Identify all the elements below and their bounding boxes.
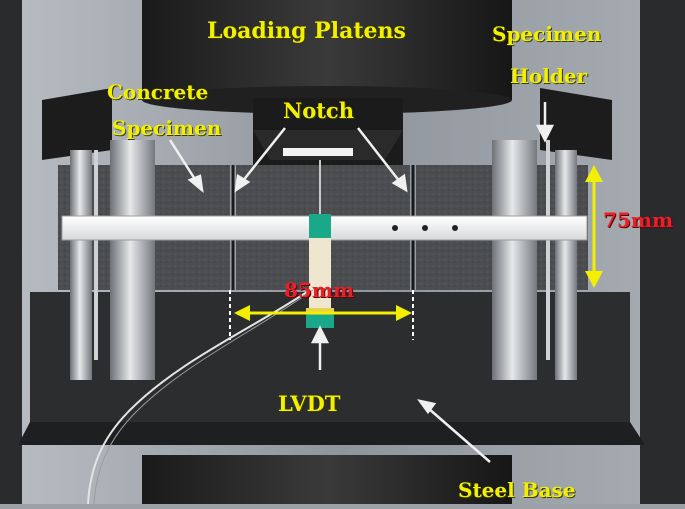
- holder-post-left-outer: [70, 150, 92, 380]
- bar-hole-3: [452, 225, 458, 231]
- label-loading-platens: Loading Platens: [207, 18, 406, 44]
- loading-knife-edge: [283, 148, 353, 156]
- label-specimen-holder-line2: Holder: [510, 64, 588, 88]
- lvdt-band: [306, 308, 334, 314]
- threaded-rod-left: [94, 150, 98, 360]
- bar-hole-2: [422, 225, 428, 231]
- frame-right: [640, 0, 685, 504]
- pointer-lvdt-head: [310, 325, 330, 344]
- pointer-arrows: [168, 102, 555, 463]
- pointer-notch-right-line: [357, 127, 401, 183]
- label-lvdt: LVDT: [278, 391, 341, 416]
- holder-bracket-right: [540, 88, 612, 160]
- label-dim-75mm: 75mm: [603, 208, 674, 232]
- lvdt-top-clamp: [309, 214, 331, 238]
- lvdt-body: [309, 238, 331, 312]
- pointer-concrete-line: [168, 139, 200, 185]
- bar-hole-1: [392, 225, 398, 231]
- steel-base-front: [18, 422, 645, 445]
- pointer-notch-left-head: [234, 173, 251, 193]
- lvdt-bottom-clamp: [306, 314, 334, 328]
- dim-arrow-75mm-head-bottom: [585, 271, 603, 288]
- frame-left: [0, 0, 22, 504]
- holder-post-right-inner: [492, 140, 537, 380]
- holder-bracket-left: [42, 88, 112, 160]
- label-steel-base: Steel Base: [458, 478, 576, 502]
- pointer-notch-right-head: [391, 173, 408, 193]
- pointer-concrete-head: [187, 174, 204, 194]
- lvdt-cable-shadow: [93, 289, 314, 505]
- upper-loading-platen: [142, 0, 512, 100]
- dim-arrow-85mm-head-right: [396, 305, 412, 321]
- label-dim-85mm: 85mm: [284, 278, 355, 302]
- holder-post-right-outer: [555, 150, 577, 380]
- pointer-notch-left-line: [241, 127, 286, 183]
- holder-post-left-inner: [110, 140, 155, 380]
- label-notch: Notch: [283, 98, 354, 123]
- dim-arrow-85mm-head-left: [234, 305, 250, 321]
- pointer-base-head: [417, 399, 437, 415]
- label-concrete-specimen-line2: Specimen: [112, 116, 222, 140]
- lower-loading-platen: [142, 455, 512, 504]
- label-specimen-holder-line1: Specimen: [492, 22, 602, 46]
- dim-arrow-75mm-head-top: [585, 165, 603, 182]
- label-concrete-specimen-line1: Concrete: [107, 80, 209, 104]
- pointer-holder-head: [535, 124, 555, 143]
- lvdt-cable: [87, 289, 311, 505]
- threaded-rod-right: [546, 140, 550, 360]
- pointer-base-line: [427, 407, 491, 463]
